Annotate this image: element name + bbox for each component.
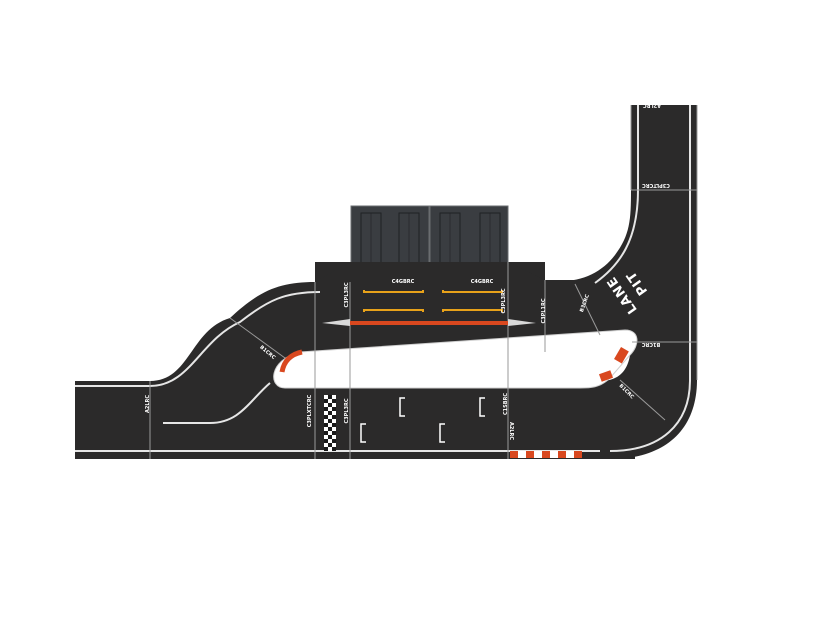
checker-square xyxy=(328,431,332,435)
checker-square xyxy=(324,431,328,435)
checker-square xyxy=(332,399,336,403)
checker-square xyxy=(324,427,328,431)
checker-square xyxy=(324,415,328,419)
checker-square xyxy=(324,435,328,439)
tile-label-c3pl3rc-bottom: C3PL3RC xyxy=(344,398,350,423)
checker-square xyxy=(332,415,336,419)
tile-label-c4gbrc-left: C4GBRC xyxy=(392,279,415,285)
checker-square xyxy=(328,423,332,427)
tile-label-c4gbrc-right: C4GBRC xyxy=(471,279,494,285)
kerb-bottom xyxy=(510,451,582,458)
asphalt-base xyxy=(75,105,697,459)
checker-square xyxy=(328,435,332,439)
checker-square xyxy=(324,407,328,411)
checker-square xyxy=(324,423,328,427)
tile-label-c3pltcrc-top: C3PLTCRC xyxy=(642,182,670,188)
checker-square xyxy=(328,419,332,423)
checker-square xyxy=(328,447,332,451)
checker-square xyxy=(328,415,332,419)
grid-box-icon xyxy=(363,290,503,312)
checker-square xyxy=(328,399,332,403)
tile-label-c3pl1rc: C3PL1RC xyxy=(541,298,547,323)
checker-square xyxy=(324,395,328,399)
pit-lane-red-line xyxy=(350,321,508,325)
checker-square xyxy=(332,435,336,439)
pit-wall-island xyxy=(273,330,637,388)
checker-square xyxy=(332,395,336,399)
checker-square xyxy=(332,427,336,431)
pit-entry-hatch-right xyxy=(508,319,536,326)
starting-grid xyxy=(360,397,485,443)
checker-square xyxy=(328,443,332,447)
checker-square xyxy=(324,403,328,407)
checker-square xyxy=(328,403,332,407)
tile-label-b1crc-right: B1CRC xyxy=(641,341,660,347)
checker-square xyxy=(328,439,332,443)
tile-label-c1sbrc: C1SBRC xyxy=(503,393,509,415)
checker-square xyxy=(324,443,328,447)
tile-label-a2lrc-left: A2LRC xyxy=(145,395,151,413)
pit-wall-outline xyxy=(273,329,638,389)
tile-seams xyxy=(149,105,698,459)
checker-square xyxy=(324,399,328,403)
checker-square xyxy=(332,403,336,407)
tile-label-c3plxtcrc: C3PLXTCRC xyxy=(307,394,313,427)
checker-square xyxy=(332,411,336,415)
checker-square xyxy=(324,411,328,415)
checker-square xyxy=(332,439,336,443)
checker-square xyxy=(324,447,328,451)
checker-square xyxy=(332,419,336,423)
checker-square xyxy=(324,439,328,443)
checker-square xyxy=(328,395,332,399)
checker-square xyxy=(332,431,336,435)
tile-label-c3pl3rc-stand: C3PL3RC xyxy=(344,282,350,307)
pit-entry-hatch-left xyxy=(322,319,350,326)
kerb-right xyxy=(598,346,629,382)
checker-square xyxy=(332,447,336,451)
checker-square xyxy=(328,407,332,411)
tile-label-a2lrc-bottom: A2LRC xyxy=(508,422,514,440)
checker-square xyxy=(328,411,332,415)
checkered-flag-icon xyxy=(324,395,336,451)
checker-square xyxy=(324,419,328,423)
kerb-left xyxy=(279,349,303,373)
checker-square xyxy=(332,443,336,447)
checker-square xyxy=(332,407,336,411)
tile-label-a2lrc-top: A2LRC xyxy=(643,102,661,108)
checker-square xyxy=(328,427,332,431)
tile-label-c3pl3rc-mid: C3PL3RC xyxy=(501,288,507,313)
checker-square xyxy=(332,423,336,427)
